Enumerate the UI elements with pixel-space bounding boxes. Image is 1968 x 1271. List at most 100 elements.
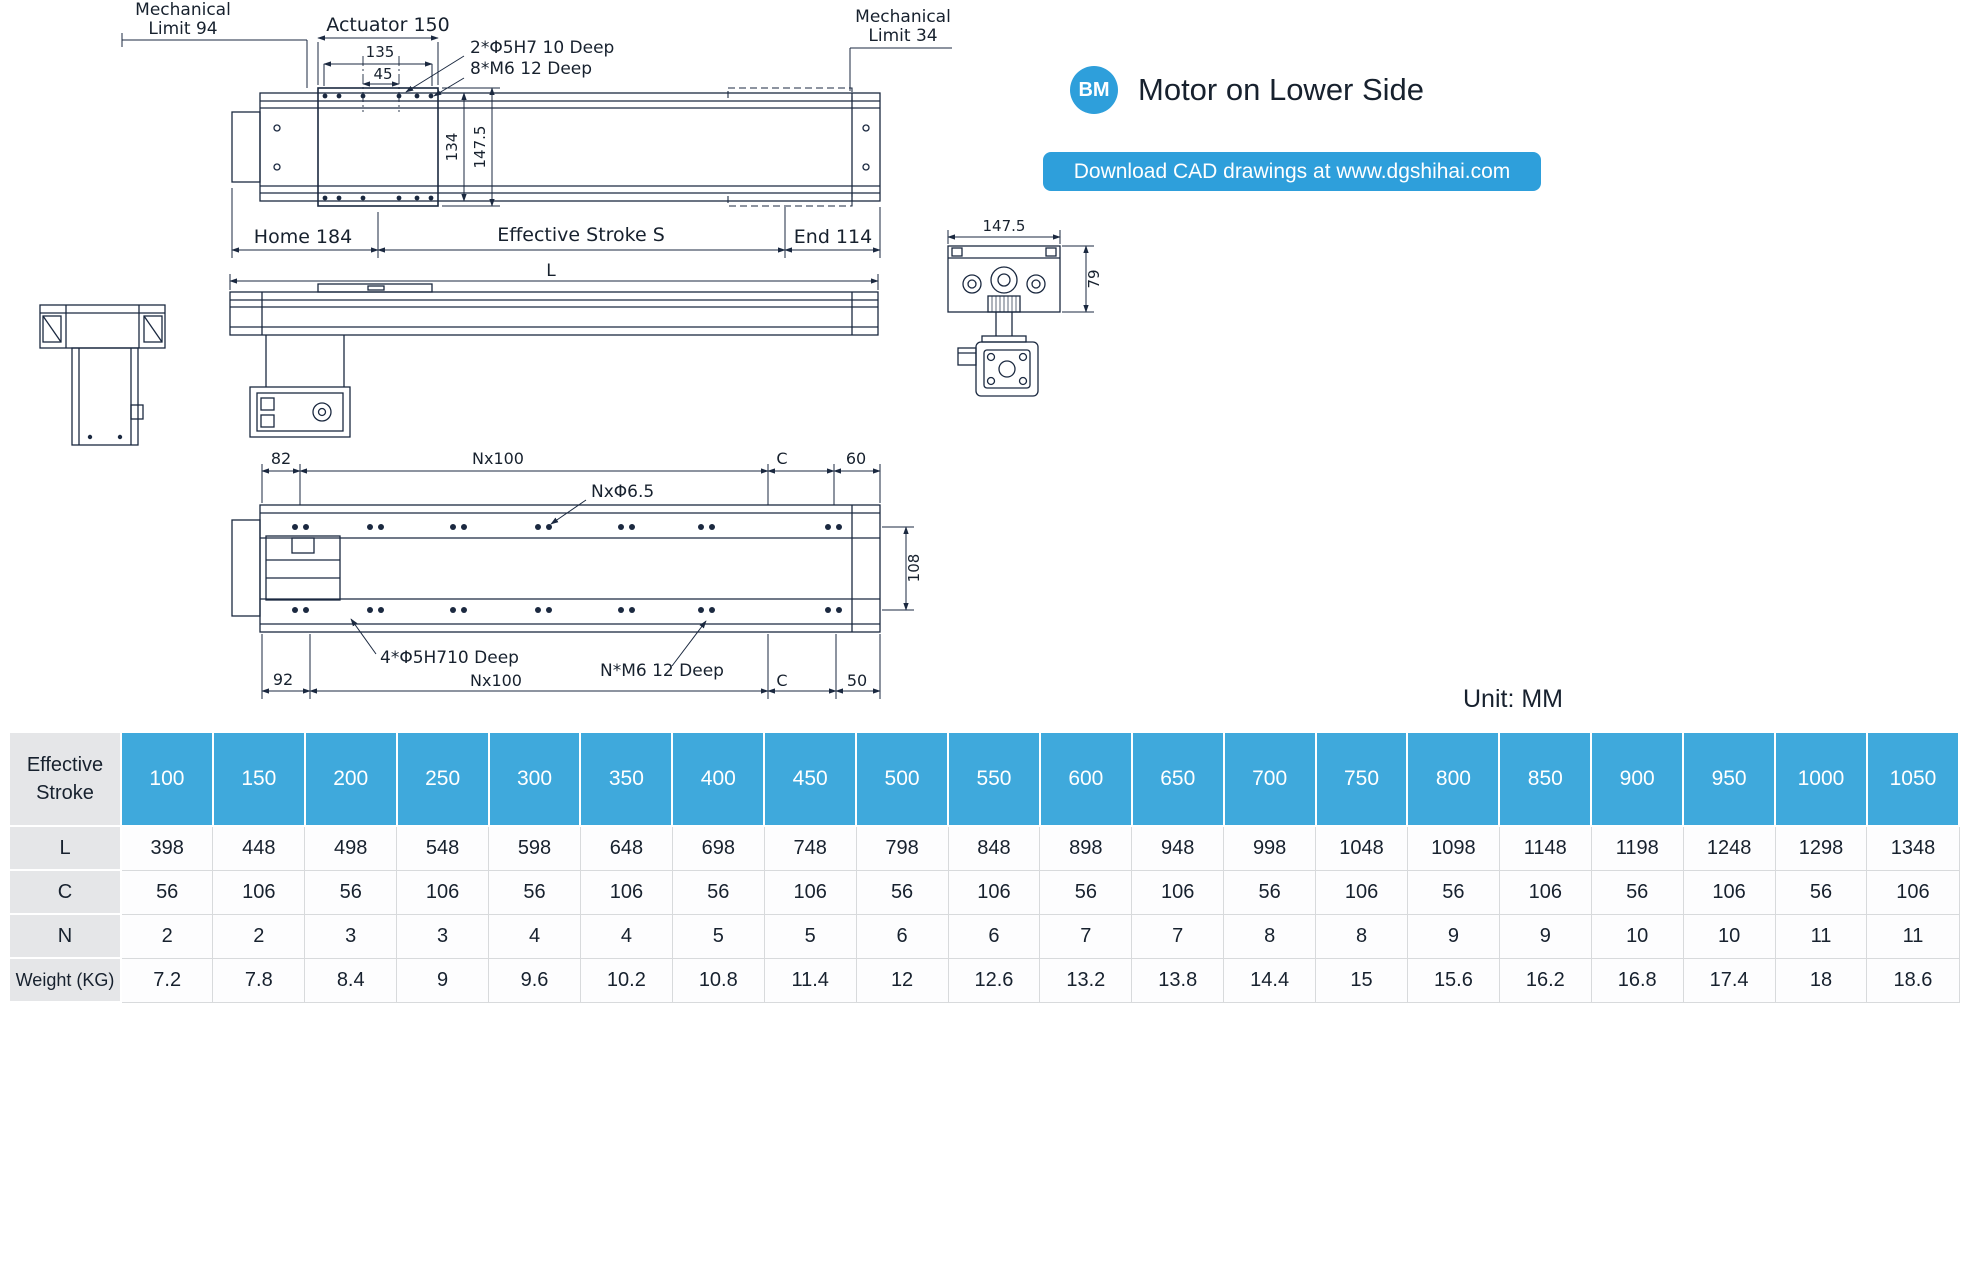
table-cell: 106	[1131, 869, 1225, 915]
table-cell: 56	[120, 869, 214, 915]
table-cell: 4	[488, 913, 581, 959]
table-cell: 18.6	[1866, 957, 1960, 1003]
stroke-column-header: 700	[1222, 731, 1317, 827]
motor-position-header: BM Motor on Lower Side	[1070, 66, 1424, 114]
table-cell: 698	[671, 825, 765, 871]
dim-label-mechanical-limit-94-line1: Mechanical	[135, 0, 231, 20]
table-cell: 10	[1682, 913, 1776, 959]
table-cell: 1048	[1315, 825, 1408, 871]
page-title: Motor on Lower Side	[1138, 72, 1425, 107]
table-cell: 1098	[1406, 825, 1500, 871]
dim-label-L: L	[546, 261, 556, 281]
table-cell: 448	[212, 825, 306, 871]
stroke-column-header: 900	[1590, 731, 1685, 827]
unit-label: Unit: MM	[1463, 685, 1563, 713]
leader-label-nxm6: N*M6 12 Deep	[600, 661, 724, 681]
table-cell: 15	[1315, 957, 1408, 1003]
table-cell: 56	[1406, 869, 1500, 915]
table-cell: 106	[1315, 869, 1408, 915]
table-cell: 2	[212, 913, 306, 959]
row-header: L	[8, 825, 122, 871]
dim-label-end-114: End 114	[794, 226, 872, 248]
table-cell: 18	[1774, 957, 1868, 1003]
download-cad-button[interactable]: Download CAD drawings at www.dgshihai.co…	[1043, 152, 1541, 191]
stroke-column-header: 550	[947, 731, 1041, 827]
stroke-column-header: 150	[211, 731, 306, 827]
stroke-column-header: 200	[303, 731, 398, 827]
row-header: N	[8, 913, 122, 959]
table-cell: 748	[763, 825, 857, 871]
top-view	[231, 56, 881, 207]
table-cell: 648	[579, 825, 673, 871]
leader-label-8xm6: 8*M6 12 Deep	[470, 59, 592, 79]
table-cell: 8	[1223, 913, 1317, 959]
table-cell: 1298	[1774, 825, 1868, 871]
table-cell: 106	[763, 869, 857, 915]
leader-label-nxphi6-5: NxΦ6.5	[591, 482, 654, 502]
table-cell: 798	[855, 825, 949, 871]
table-cell: 12	[855, 957, 949, 1003]
dim-label-nx100-bottom: Nx100	[470, 671, 522, 690]
table-cell: 598	[488, 825, 581, 871]
stroke-column-header: 600	[1038, 731, 1133, 827]
table-cell: 10	[1590, 913, 1684, 959]
table-cell: 9	[1406, 913, 1500, 959]
stroke-column-header: 100	[120, 731, 214, 827]
top-view-dimensions	[121, 33, 952, 258]
stroke-column-header: 800	[1406, 731, 1501, 827]
table-cell: 7	[1039, 913, 1133, 959]
table-cell: 106	[396, 869, 490, 915]
dim-label-c-top: C	[776, 449, 787, 468]
table-cell: 56	[1039, 869, 1133, 915]
table-cell: 6	[855, 913, 949, 959]
dim-label-50: 50	[847, 671, 867, 690]
table-cell: 7	[1131, 913, 1225, 959]
table-cell: 106	[1866, 869, 1960, 915]
table-cell: 9.6	[488, 957, 581, 1003]
stroke-column-header: 750	[1314, 731, 1409, 827]
dim-label-actuator-150: Actuator 150	[326, 14, 449, 36]
dim-label-home-184: Home 184	[254, 226, 352, 248]
stroke-column-header: 1000	[1774, 731, 1868, 827]
table-cell: 548	[396, 825, 490, 871]
dim-label-mechanical-limit-94-line2: Limit 94	[148, 19, 217, 39]
table-cell: 11	[1866, 913, 1960, 959]
table-cell: 10.2	[579, 957, 673, 1003]
bottom-view	[231, 504, 881, 633]
end-view-dimensions	[947, 230, 1094, 313]
table-cell: 7.2	[120, 957, 214, 1003]
stroke-column-header: 450	[763, 731, 858, 827]
table-cell: 1248	[1682, 825, 1776, 871]
table-cell: 106	[1682, 869, 1776, 915]
table-cell: 12.6	[947, 957, 1041, 1003]
table-cell: 2	[120, 913, 214, 959]
table-cell: 898	[1039, 825, 1133, 871]
table-cell: 498	[304, 825, 398, 871]
table-cell: 3	[396, 913, 490, 959]
bm-badge: BM	[1070, 66, 1118, 114]
end-view-section	[947, 245, 1061, 397]
table-cell: 106	[212, 869, 306, 915]
stroke-column-header: 950	[1682, 731, 1777, 827]
table-cell: 56	[855, 869, 949, 915]
stroke-column-header: 500	[855, 731, 950, 827]
dim-label-mechanical-limit-34-line1: Mechanical	[855, 7, 951, 27]
table-cell: 1198	[1590, 825, 1684, 871]
table-cell: 56	[1590, 869, 1684, 915]
table-cell: 16.2	[1498, 957, 1592, 1003]
dim-label-60: 60	[846, 449, 866, 468]
table-cell: 948	[1131, 825, 1225, 871]
dim-label-c-bottom: C	[776, 671, 787, 690]
table-cell: 4	[579, 913, 673, 959]
dim-label-mechanical-limit-34-line2: Limit 34	[868, 26, 937, 46]
table-cell: 5	[671, 913, 765, 959]
stroke-column-header: 300	[487, 731, 582, 827]
stroke-column-header: 350	[579, 731, 674, 827]
dim-label-92: 92	[273, 670, 293, 689]
table-cell: 106	[1498, 869, 1592, 915]
